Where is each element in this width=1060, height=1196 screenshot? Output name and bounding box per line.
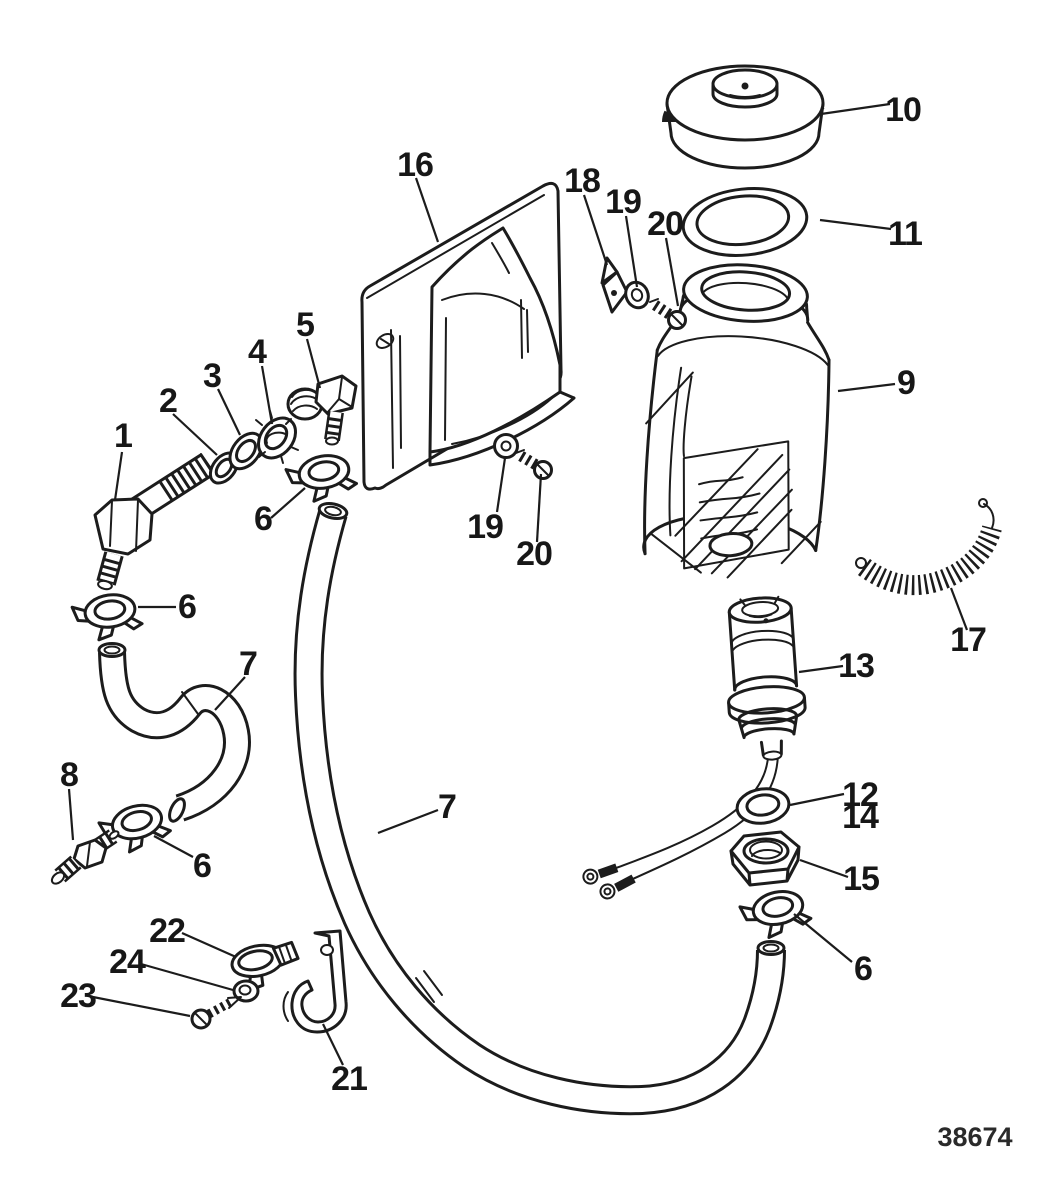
part-hose-short [97, 642, 251, 823]
part-gasket [681, 187, 809, 257]
callout-7-hose: 7 [239, 645, 257, 683]
part-barb-fitting [50, 829, 120, 885]
leader-line-8 [67, 788, 75, 841]
callout-13-sender-unit: 13 [838, 647, 874, 685]
leader-line-12 [789, 792, 845, 807]
callout-21-j-clamp: 21 [331, 1060, 367, 1098]
callout-14-washer: 14 [842, 798, 879, 836]
callout-7-hose: 7 [438, 788, 456, 826]
callout-8-barb-fitting: 8 [60, 756, 78, 794]
callout-23-screw: 23 [60, 977, 96, 1015]
leader-line-21 [322, 1023, 344, 1066]
callout-18-clip: 18 [564, 162, 600, 200]
callout-2-o-ring: 2 [159, 382, 177, 420]
reservoir-label [674, 440, 793, 579]
part-washer-mid [735, 787, 791, 825]
leader-line-20 [664, 237, 680, 307]
leader-line-6 [793, 913, 853, 963]
leader-line-23 [92, 995, 191, 1018]
leader-line-15 [799, 858, 849, 879]
leader-line-20 [535, 473, 543, 543]
leader-line-13 [798, 664, 844, 674]
leader-line-4 [260, 365, 274, 425]
leader-line-11 [819, 218, 892, 231]
drawing-number: 38674 [937, 1122, 1013, 1152]
callout-19-washer: 19 [605, 183, 641, 221]
part-sender-unit [582, 595, 807, 900]
part-screw-lower [515, 449, 553, 480]
part-mounting-bracket [360, 181, 576, 491]
part-reservoir-bottle [642, 263, 831, 579]
leader-line-1 [113, 451, 124, 501]
callout-layer: 1234566667789101112131415161718192019202… [60, 91, 987, 1098]
callout-19-washer: 19 [467, 508, 503, 546]
callout-11-gasket: 11 [888, 215, 922, 253]
part-screw-upper [649, 298, 687, 330]
part-nut-front [255, 410, 299, 464]
leader-line-9 [837, 382, 896, 393]
callout-22-clamp-ring: 22 [149, 912, 185, 950]
callout-17-spring-guard: 17 [950, 621, 986, 659]
leader-line-19 [624, 215, 639, 288]
leader-line-6 [153, 835, 194, 858]
leader-line-18 [582, 194, 609, 266]
part-hex-nut [729, 830, 801, 887]
part-screw-bottom [190, 996, 242, 1030]
leader-line-7 [377, 808, 439, 835]
leader-line-6 [270, 487, 306, 519]
callout-10-cap: 10 [885, 91, 921, 129]
callout-24-washer: 24 [109, 943, 146, 981]
callout-15-hex-nut: 15 [843, 860, 879, 898]
leader-line-24 [140, 962, 234, 992]
part-hose-clamp-4 [736, 884, 815, 944]
part-washer-front [228, 431, 264, 471]
part-washer-lower [493, 433, 519, 459]
part-clip [600, 256, 629, 314]
callout-3-washer: 3 [203, 357, 221, 395]
callout-20-screw: 20 [516, 535, 552, 573]
leader-line-22 [181, 931, 237, 959]
callout-4-nut: 4 [248, 333, 267, 371]
callout-12-washer: 12 [842, 776, 878, 814]
leader-line-16 [414, 177, 440, 243]
callout-16-mounting-bracket: 16 [397, 146, 433, 184]
leader-line-19 [495, 457, 507, 513]
callout-20-screw: 20 [647, 205, 683, 243]
part-cap [662, 64, 828, 170]
callout-5-elbow-fitting: 5 [296, 306, 314, 344]
leader-line-3 [217, 388, 241, 436]
leader-line-17 [949, 587, 969, 631]
leader-line-5 [305, 338, 322, 389]
part-hose-clamp-1 [69, 589, 145, 645]
part-fitting-bolt [93, 453, 216, 591]
callout-1-fitting-bolt: 1 [114, 417, 132, 455]
leader-line-10 [820, 102, 891, 116]
part-washer-small [232, 979, 260, 1003]
part-spring-guard [855, 498, 1002, 596]
part-j-clamp [282, 929, 348, 1034]
leader-line-7 [214, 676, 246, 711]
callout-6-hose-clamp: 6 [254, 500, 272, 538]
part-hose-clamp-3 [95, 797, 175, 860]
callout-6-hose-clamp: 6 [178, 588, 196, 626]
leader-line-2 [172, 413, 218, 456]
part-elbow-fitting [286, 374, 358, 446]
part-hose-long [293, 502, 786, 1116]
part-washer-upper [624, 280, 650, 310]
callout-9-reservoir-bottle: 9 [897, 364, 915, 402]
callout-6-hose-clamp: 6 [193, 847, 211, 885]
callout-6-hose-clamp: 6 [854, 950, 872, 988]
